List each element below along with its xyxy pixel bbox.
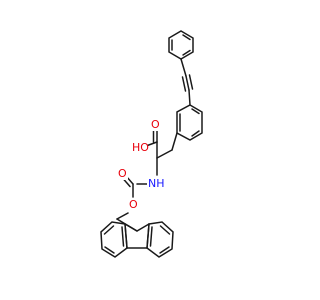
structure-canvas: O HO NH O O [100,30,203,258]
ester-oxygen-label: O [129,198,138,211]
alkyne-triple-bond [180,58,194,106]
atom-labels: O HO NH O O [117,118,166,211]
fluorenyl-group [100,221,174,258]
central-phenyl-ring [176,104,203,141]
molecule-drawing: O HO NH O O [100,30,203,258]
backbone-bonds [116,129,178,232]
amine-label: NH [148,177,165,190]
carbamate-carbonyl-oxygen-label: O [118,167,127,180]
terminal-phenyl-ring [168,30,194,60]
hydroxyl-label: HO [132,141,149,154]
carboxyl-oxygen-label: O [151,118,160,131]
